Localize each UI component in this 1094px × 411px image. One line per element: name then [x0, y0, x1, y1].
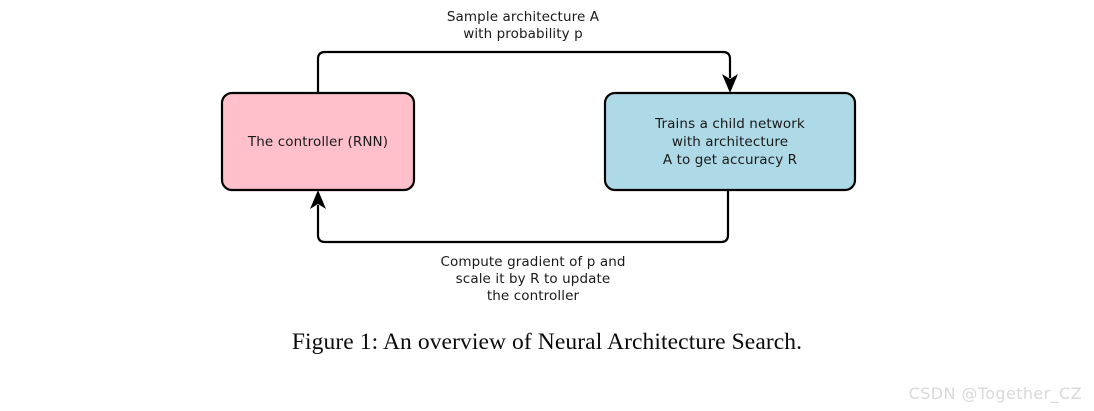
edge-child-to-controller-arrowhead: [310, 190, 326, 209]
watermark: CSDN @Together_CZ: [908, 384, 1082, 403]
edge-controller-to-child-path: [316, 50, 732, 93]
edge-label-sample-architecture: Sample architecture A with probability p: [446, 9, 600, 42]
figure-caption: Figure 1: An overview of Neural Architec…: [291, 329, 803, 355]
edge-child-to-controller-path: [316, 190, 730, 244]
edge-controller-to-child-arrowhead: [722, 74, 738, 93]
edge-label-compute-gradient: Compute gradient of p and scale it by R …: [440, 254, 626, 304]
node-child-network[interactable]: [603, 91, 857, 192]
node-controller[interactable]: [220, 91, 416, 192]
